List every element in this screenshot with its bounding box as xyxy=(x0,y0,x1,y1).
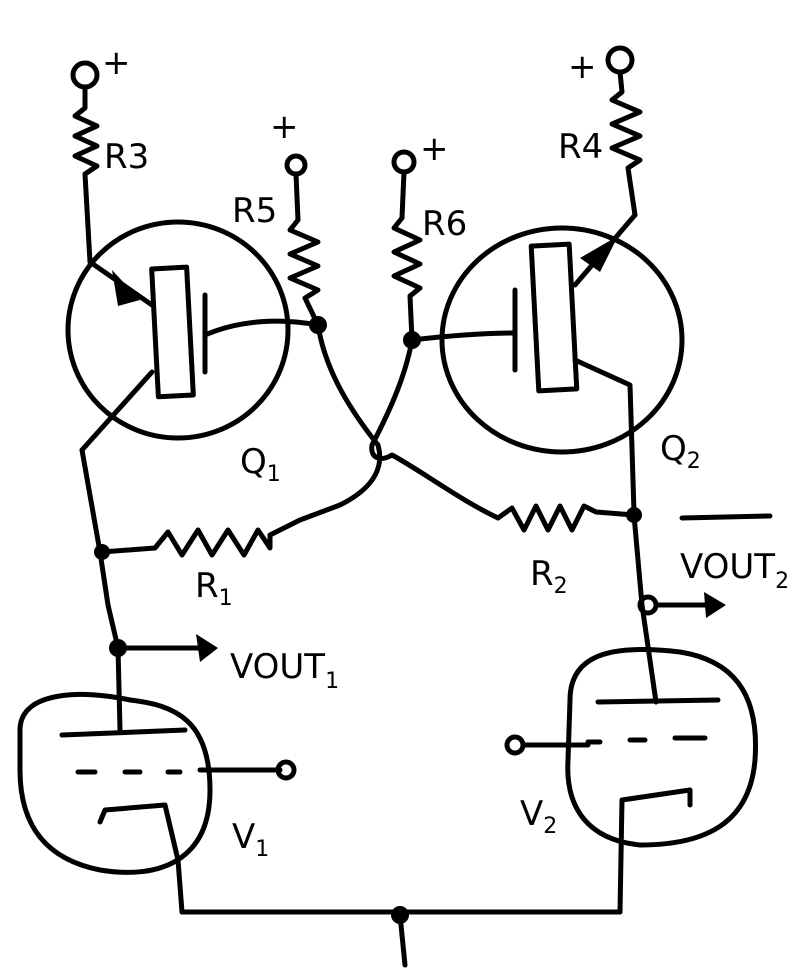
plus-sign: + xyxy=(102,43,131,83)
resistor-r2 xyxy=(495,503,637,533)
label-r5: R5 xyxy=(232,191,277,231)
terminal-r5-supply: + xyxy=(270,107,308,177)
vacuum-tube-v1 xyxy=(17,691,213,915)
wire-r6-to-r2 xyxy=(369,337,501,521)
label-r2: R2 xyxy=(530,554,568,599)
resistor-r6 xyxy=(391,169,423,343)
wire-r5-to-r1 xyxy=(267,322,383,538)
arrow-icon xyxy=(704,592,726,618)
label-vout2: VOUT2 xyxy=(680,547,789,594)
resistor-r4 xyxy=(609,69,643,218)
terminal-v1-grid xyxy=(275,759,297,781)
terminal-r3-supply: + xyxy=(70,43,131,90)
arrow-icon xyxy=(112,270,140,306)
label-r3: R3 xyxy=(104,137,149,177)
transistor-q1 xyxy=(65,219,321,453)
label-v1: V1 xyxy=(232,817,269,862)
vacuum-tube-v2 xyxy=(565,646,759,915)
label-r6: R6 xyxy=(422,204,467,244)
label-q2: Q2 xyxy=(660,429,701,474)
label-v2: V2 xyxy=(520,794,557,839)
arrow-icon xyxy=(196,634,218,662)
plus-sign: + xyxy=(568,47,597,87)
resistor-r1 xyxy=(99,527,273,558)
terminal-r6-supply: + xyxy=(391,129,449,175)
label-vout1: VOUT1 xyxy=(230,647,339,694)
transistor-q2 xyxy=(409,212,685,515)
arrow-icon xyxy=(580,236,618,272)
resistor-r3 xyxy=(72,84,100,265)
label-q1: Q1 xyxy=(240,442,281,487)
label-r4: R4 xyxy=(558,127,603,167)
terminal-v2-grid xyxy=(504,734,526,756)
plus-sign: + xyxy=(270,107,299,147)
wire-common-down xyxy=(397,912,408,968)
wire-left-collector xyxy=(79,447,123,733)
resistor-r5 xyxy=(287,171,321,328)
label-r1: R1 xyxy=(195,566,233,611)
plus-sign: + xyxy=(420,129,449,169)
